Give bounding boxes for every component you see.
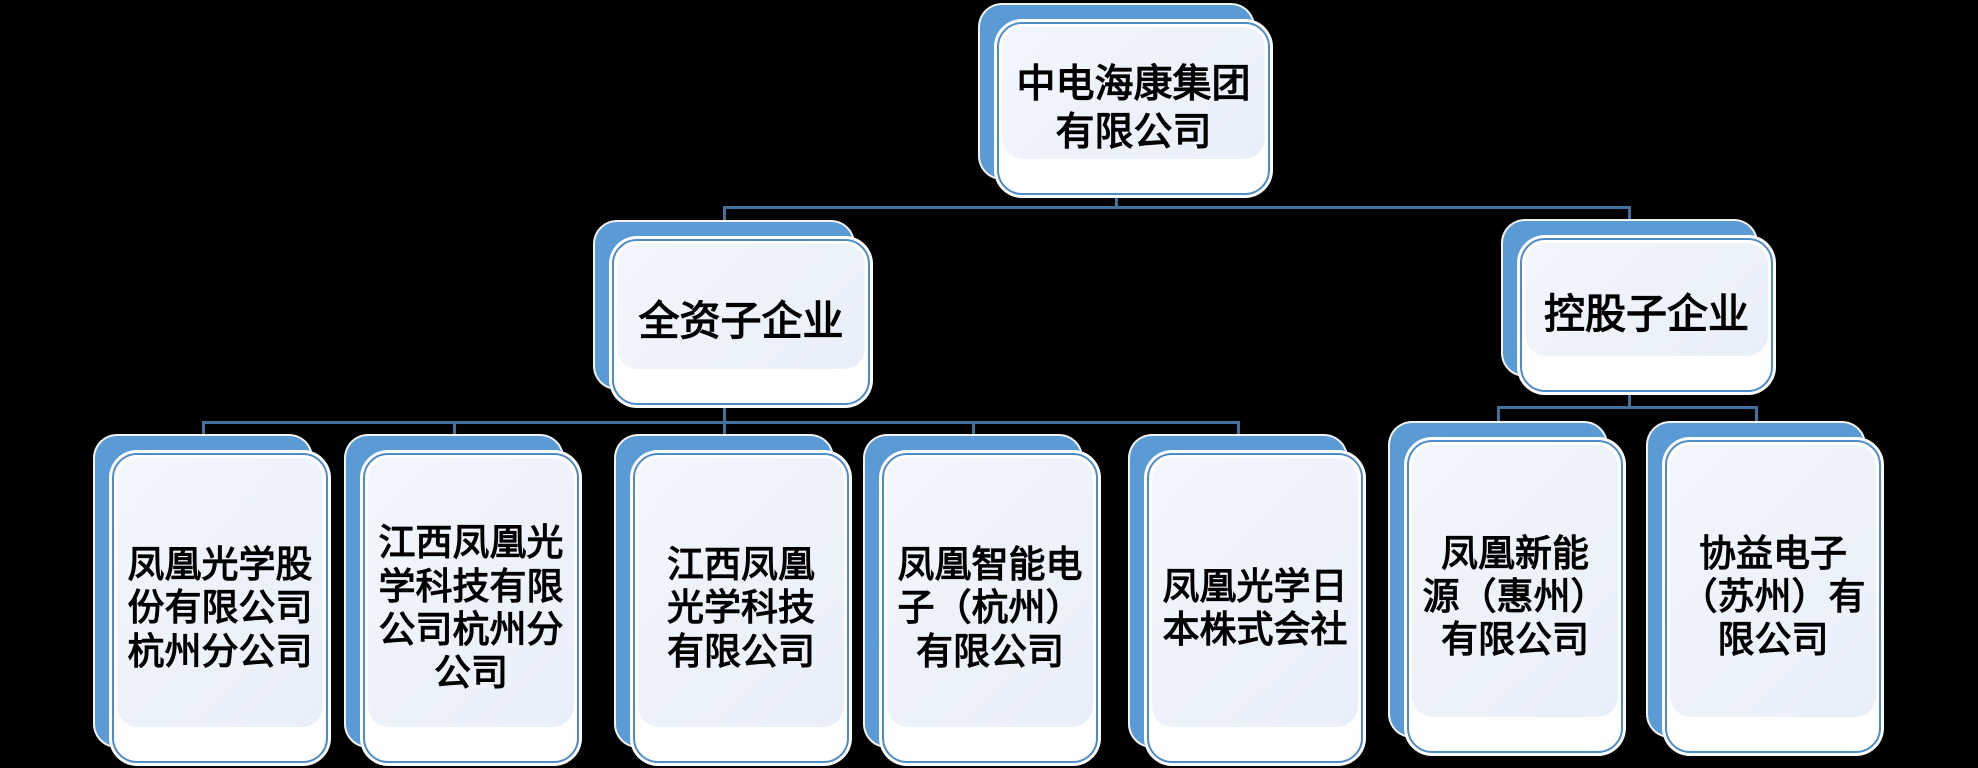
connector-child7-stub xyxy=(1755,406,1758,431)
org-node-holding: 控股子企业 xyxy=(1503,221,1773,392)
node-front-panel: 凤凰光学日 本株式会社 xyxy=(1147,453,1363,763)
org-node-wholly-owned: 全资子企业 xyxy=(595,222,870,405)
org-node-wholly-owned-label: 全资子企业 xyxy=(638,298,844,345)
node-front-panel: 控股子企业 xyxy=(1520,238,1773,392)
org-node-child-5-label: 凤凰光学日 本株式会社 xyxy=(1162,565,1348,650)
connector-wholly-owned-bus xyxy=(202,421,1240,424)
org-node-child-1-label: 凤凰光学股 份有限公司 杭州分公司 xyxy=(127,544,313,672)
connector-wholly-owned-bottom-drop xyxy=(723,405,726,448)
org-node-child-5: 凤凰光学日 本株式会社 xyxy=(1130,436,1363,763)
org-node-root: 中电海康集团 有限公司 xyxy=(980,5,1270,195)
org-node-child-6: 凤凰新能 源（惠州） 有限公司 xyxy=(1390,423,1623,753)
connector-child2-stub xyxy=(453,421,456,445)
connector-child5-stub xyxy=(1237,421,1240,445)
connector-child1-stub xyxy=(202,421,205,445)
org-node-child-2: 江西凤凰光 学科技有限 公司杭州分 公司 xyxy=(346,436,579,763)
connector-holding-bottom-drop xyxy=(1628,392,1631,409)
org-node-child-3-label: 江西凤凰 光学科技 有限公司 xyxy=(667,544,815,672)
node-front-panel: 江西凤凰光 学科技有限 公司杭州分 公司 xyxy=(363,453,579,763)
connector-wholly-owned-drop xyxy=(723,206,726,236)
connector-branch-bus xyxy=(723,206,1631,209)
connector-child6-stub xyxy=(1497,406,1500,431)
node-front-panel: 全资子企业 xyxy=(612,239,870,405)
connector-child4-stub xyxy=(972,421,975,445)
org-node-root-label: 中电海康集团 有限公司 xyxy=(1016,62,1251,154)
node-front-panel: 凤凰智能电 子（杭州） 有限公司 xyxy=(882,453,1098,763)
org-node-child-7-label: 协益电子 （苏州）有 限公司 xyxy=(1680,532,1866,661)
org-node-child-3: 江西凤凰 光学科技 有限公司 xyxy=(616,436,849,763)
node-front-panel: 中电海康集团 有限公司 xyxy=(997,22,1270,195)
node-front-panel: 协益电子 （苏州）有 限公司 xyxy=(1665,440,1881,753)
org-node-child-2-label: 江西凤凰光 学科技有限 公司杭州分 公司 xyxy=(378,522,564,694)
org-node-child-7: 协益电子 （苏州）有 限公司 xyxy=(1648,423,1881,753)
node-front-panel: 凤凰光学股 份有限公司 杭州分公司 xyxy=(112,453,328,763)
connector-root-drop xyxy=(1115,195,1118,209)
org-node-child-1: 凤凰光学股 份有限公司 杭州分公司 xyxy=(95,436,328,763)
org-node-child-6-label: 凤凰新能 源（惠州） 有限公司 xyxy=(1422,532,1608,661)
org-node-child-4: 凤凰智能电 子（杭州） 有限公司 xyxy=(865,436,1098,763)
org-node-holding-label: 控股子企业 xyxy=(1544,291,1749,338)
node-front-panel: 凤凰新能 源（惠州） 有限公司 xyxy=(1407,440,1623,753)
org-node-child-4-label: 凤凰智能电 子（杭州） 有限公司 xyxy=(897,544,1083,672)
connector-holding-bus xyxy=(1497,406,1758,409)
node-front-panel: 江西凤凰 光学科技 有限公司 xyxy=(633,453,849,763)
